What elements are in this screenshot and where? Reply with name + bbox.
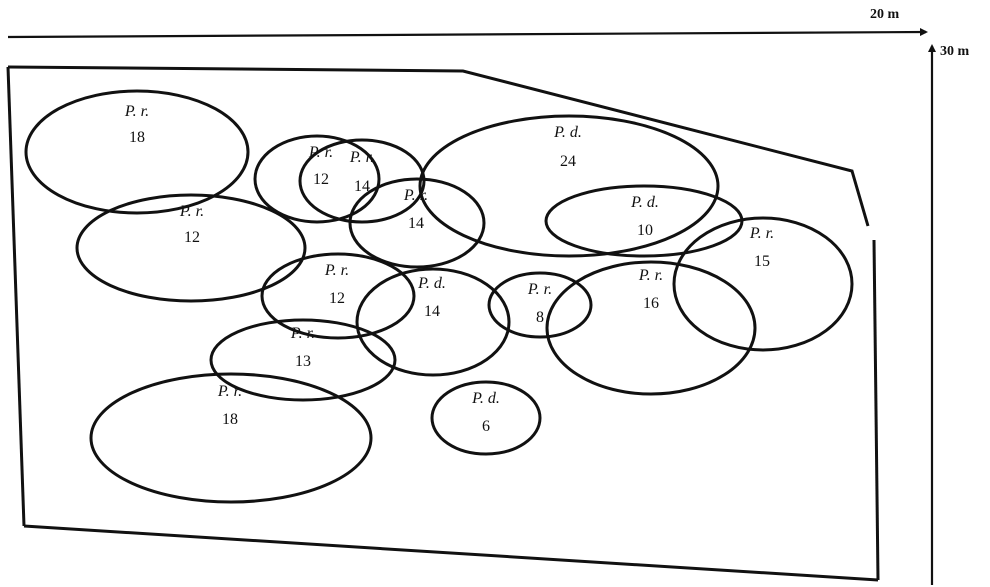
tree-label-9: P. r. 12 (324, 262, 349, 307)
tree-label-8: P. r. 15 (749, 225, 774, 270)
tree-height: 12 (313, 171, 329, 188)
tree-height: 10 (637, 222, 653, 239)
tree-height: 15 (754, 253, 770, 270)
tree-height: 14 (354, 178, 370, 195)
tree-height: 13 (295, 353, 311, 370)
plot-boundary-left (6, 66, 26, 527)
tree-crown-9 (260, 252, 416, 340)
tree-height: 14 (424, 303, 440, 320)
width-axis-arrow (7, 28, 928, 39)
tree-species: P. d. (630, 194, 659, 211)
tree-height: 24 (560, 153, 576, 170)
width-axis-label: 20 m (870, 7, 900, 22)
tree-species: P. r. (124, 103, 149, 120)
tree-label-14: P. r. 18 (217, 383, 242, 428)
tree-height: 12 (184, 229, 200, 246)
tree-label-2: P. r. 12 (179, 203, 204, 246)
tree-label-10: P. d. 14 (417, 275, 446, 320)
tree-species: P. r. (349, 149, 374, 166)
tree-species: P. r. (324, 262, 349, 279)
tree-species: P. d. (417, 275, 446, 292)
tree-crown-6 (418, 114, 720, 258)
tree-crown-8 (672, 216, 854, 352)
tree-label-1: P. r. 18 (124, 103, 149, 146)
tree-species: P. r. (217, 383, 242, 400)
plot-boundary-right (872, 239, 880, 581)
tree-species: P. d. (553, 124, 582, 141)
tree-species: P. r. (179, 203, 204, 220)
tree-height: 6 (482, 418, 490, 435)
tree-label-5: P. r. 14 (403, 187, 428, 232)
tree-species: P. r. (308, 144, 333, 161)
plot-boundary-bottom (23, 524, 879, 582)
length-axis-label: 30 m (940, 44, 970, 59)
tree-crown-15 (430, 380, 542, 456)
tree-label-13: P. r. 13 (290, 325, 315, 370)
tree-crown-1 (24, 89, 250, 215)
tree-crown-13 (209, 318, 397, 402)
tree-species: P. r. (749, 225, 774, 242)
tree-crown-10 (355, 267, 511, 377)
tree-species: P. r. (527, 281, 552, 298)
tree-label-12: P. r. 16 (638, 267, 663, 312)
tree-height: 14 (408, 215, 424, 232)
tree-label-6: P. d. 24 (553, 124, 582, 170)
tree-crown-4 (298, 138, 426, 224)
tree-crown-11 (487, 271, 593, 339)
tree-crown-5 (348, 177, 486, 269)
tree-species: P. d. (471, 390, 500, 407)
tree-label-15: P. d. 6 (471, 390, 500, 435)
plot-boundary (7, 65, 870, 227)
tree-crown-3 (253, 134, 381, 224)
tree-height: 12 (329, 290, 345, 307)
tree-height: 18 (222, 411, 238, 428)
tree-species: P. r. (403, 187, 428, 204)
tree-label-7: P. d. 10 (630, 194, 659, 239)
tree-height: 18 (129, 129, 145, 146)
tree-species: P. r. (290, 325, 315, 342)
tree-crown-2 (75, 193, 307, 303)
tree-crown-12 (545, 260, 757, 396)
tree-species: P. r. (638, 267, 663, 284)
tree-height: 8 (536, 309, 544, 326)
tree-height: 16 (643, 295, 659, 312)
tree-label-3: P. r. 12 (308, 144, 333, 188)
tree-label-4: P. r. 14 (349, 149, 374, 195)
tree-crown-14 (89, 372, 373, 504)
tree-label-11: P. r. 8 (527, 281, 552, 326)
